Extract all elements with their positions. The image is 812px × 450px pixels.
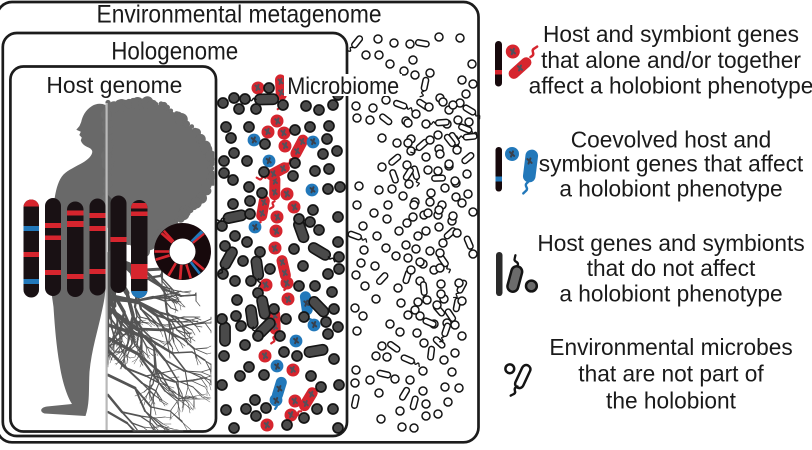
- svg-text:Host genes and symbionts: Host genes and symbionts: [537, 230, 804, 256]
- svg-text:Host genome: Host genome: [46, 72, 182, 98]
- svg-text:Environmental metagenome: Environmental metagenome: [97, 1, 382, 29]
- svg-text:Coevolved host and: Coevolved host and: [571, 126, 772, 152]
- svg-text:Microbiome: Microbiome: [287, 73, 399, 100]
- svg-text:Environmental microbes: Environmental microbes: [549, 334, 792, 360]
- svg-text:Hologenome: Hologenome: [111, 38, 238, 66]
- svg-text:that are not part of: that are not part of: [578, 361, 764, 387]
- svg-text:Host and symbiont genes: Host and symbiont genes: [543, 21, 799, 47]
- svg-text:that do not affect: that do not affect: [587, 255, 756, 281]
- svg-text:affect a holobiont phenotype: affect a holobiont phenotype: [529, 73, 812, 99]
- svg-text:a holobiont phenotype: a holobiont phenotype: [559, 175, 782, 201]
- svg-text:that alone and/or together: that alone and/or together: [541, 47, 801, 73]
- svg-text:the holobiont: the holobiont: [606, 388, 737, 414]
- svg-text:a holobiont phenotype: a holobiont phenotype: [559, 281, 782, 307]
- svg-text:symbiont genes that affect: symbiont genes that affect: [539, 151, 804, 177]
